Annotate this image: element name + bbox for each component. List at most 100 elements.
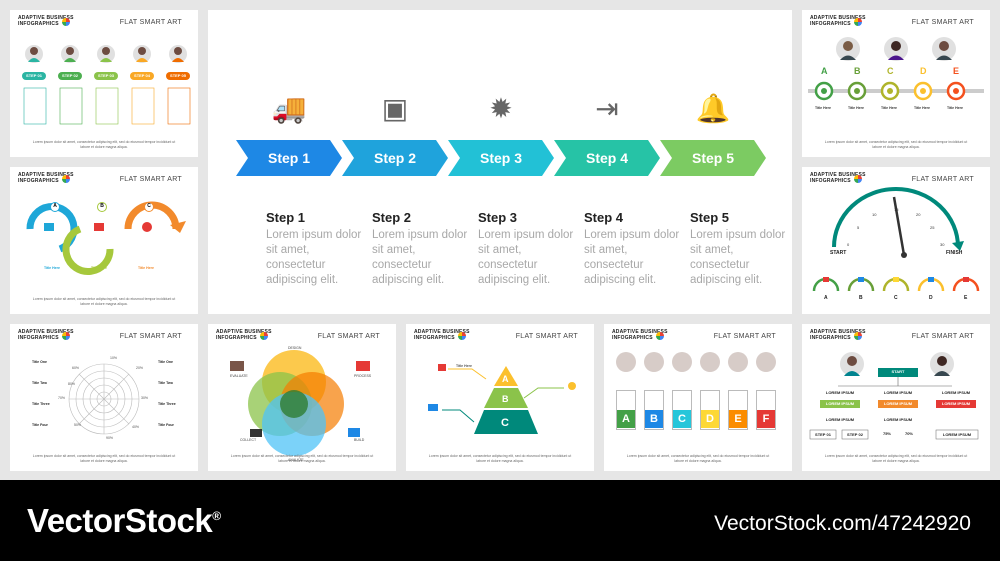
badge-icon: ✹: [489, 93, 513, 124]
pyramid-graphic: [428, 364, 576, 434]
step-title: Step 5: [690, 210, 730, 225]
step-title: Step 2: [372, 210, 412, 225]
flat-smart-art-label: FLAT SMART ART: [911, 19, 974, 26]
radar-percent: 60%: [72, 366, 80, 370]
gauge-tick-label: 10: [872, 212, 877, 217]
step-description: Lorem ipsum dolor sit amet, consectetur …: [478, 229, 574, 286]
gauge-letter: A: [824, 295, 828, 301]
loop-title: Title Here: [91, 266, 107, 270]
gauge-letter: D: [929, 295, 933, 301]
slide-footer-text: Lorem ipsum dolor sit amet, consectetur …: [824, 140, 968, 149]
loop-letter-badge: A: [50, 202, 60, 212]
card-letter-tile: E: [729, 410, 747, 428]
step-badge-label: STEP 01: [26, 73, 42, 78]
radar-left-title: Title Three: [32, 402, 50, 406]
org-label: LOREM IPSUM: [941, 390, 971, 395]
brand-logo: VectorStock®: [27, 502, 221, 539]
abc-chain-graphic: [808, 37, 984, 101]
step-title: Step 1: [266, 210, 306, 225]
chain-title: Title Here: [881, 106, 897, 110]
radar-percent: 30%: [141, 396, 149, 400]
avatar: [616, 352, 636, 372]
image-url: VectorStock.com/47242920: [714, 512, 971, 535]
step-description: Lorem ipsum dolor sit amet, consectetur …: [584, 229, 680, 286]
org-label: LOREM IPSUM: [825, 417, 855, 422]
radar-percent: 90%: [106, 436, 114, 440]
org-label: LOREM IPSUM: [942, 432, 972, 437]
watermark-banner: [0, 480, 1000, 561]
logo-icon: [62, 332, 70, 340]
flat-smart-art-label: FLAT SMART ART: [119, 19, 182, 26]
card-letter-tile: A: [617, 410, 635, 428]
radar-left-title: Title One: [32, 360, 47, 364]
radar-right-title: Title Three: [158, 402, 176, 406]
card-frame: [644, 390, 664, 430]
slide-footer-text: Lorem ipsum dolor sit amet, consectetur …: [428, 454, 572, 463]
flat-smart-art-label: FLAT SMART ART: [911, 176, 974, 183]
step-arrow-label: Step 3: [480, 150, 522, 166]
card-letter-tile: F: [757, 410, 775, 428]
card-letter-tile: D: [701, 410, 719, 428]
step-arrow: [554, 140, 660, 176]
avatar: [672, 352, 692, 372]
radar-percent: 50%: [74, 423, 82, 427]
loop-letter-badge: B: [97, 202, 107, 212]
loops-graphic: [26, 201, 186, 275]
exit-door-icon: ⇥: [595, 93, 619, 124]
chain-title: Title Here: [815, 106, 831, 110]
step-title: Step 3: [478, 210, 518, 225]
avatar: [728, 352, 748, 372]
radar-right-title: Title Four: [158, 423, 174, 427]
loop-letter-badge: C: [144, 202, 154, 212]
flat-smart-art-label: FLAT SMART ART: [515, 333, 578, 340]
logo-icon: [458, 332, 466, 340]
step-arrow-label: Step 4: [586, 150, 628, 166]
step-badge-label: STEP 04: [134, 73, 150, 78]
radar-percent: 20%: [136, 366, 144, 370]
step-arrow-label: Step 1: [268, 150, 310, 166]
card-frame: [728, 390, 748, 430]
flat-smart-art-label: FLAT SMART ART: [713, 333, 776, 340]
org-label: LOREM IPSUM: [825, 390, 855, 395]
flat-smart-art-label: FLAT SMART ART: [119, 176, 182, 183]
logo-icon: [260, 332, 268, 340]
step-badge-label: STEP 02: [62, 73, 78, 78]
gauge-tick-label: 25: [930, 225, 935, 230]
chain-title: Title Here: [947, 106, 963, 110]
avatar: [700, 352, 720, 372]
chain-title: Title Here: [914, 106, 930, 110]
gauge-start-label: START: [830, 250, 847, 256]
card-letter-tile: B: [645, 410, 663, 428]
gauge-tick-label: 0: [847, 242, 850, 247]
flat-smart-art-label: FLAT SMART ART: [911, 333, 974, 340]
logo-icon: [62, 18, 70, 26]
step-description: Lorem ipsum dolor sit amet, consectetur …: [690, 229, 786, 286]
org-label: LOREM IPSUM: [941, 401, 971, 406]
step-arrow: [448, 140, 554, 176]
team-steps-graphic: [22, 45, 191, 125]
flat-smart-art-label: FLAT SMART ART: [317, 333, 380, 340]
slide-footer-text: Lorem ipsum dolor sit amet, consectetur …: [32, 297, 176, 306]
chain-letter: D: [920, 66, 927, 76]
org-label: LOREM IPSUM: [825, 401, 855, 406]
slide-footer-text: Lorem ipsum dolor sit amet, consectetur …: [230, 454, 374, 463]
radar-percent: 70%: [58, 396, 66, 400]
step-badge-label: STEP 05: [170, 73, 186, 78]
chain-letter: B: [854, 66, 861, 76]
pyramid-letter: C: [501, 417, 509, 429]
